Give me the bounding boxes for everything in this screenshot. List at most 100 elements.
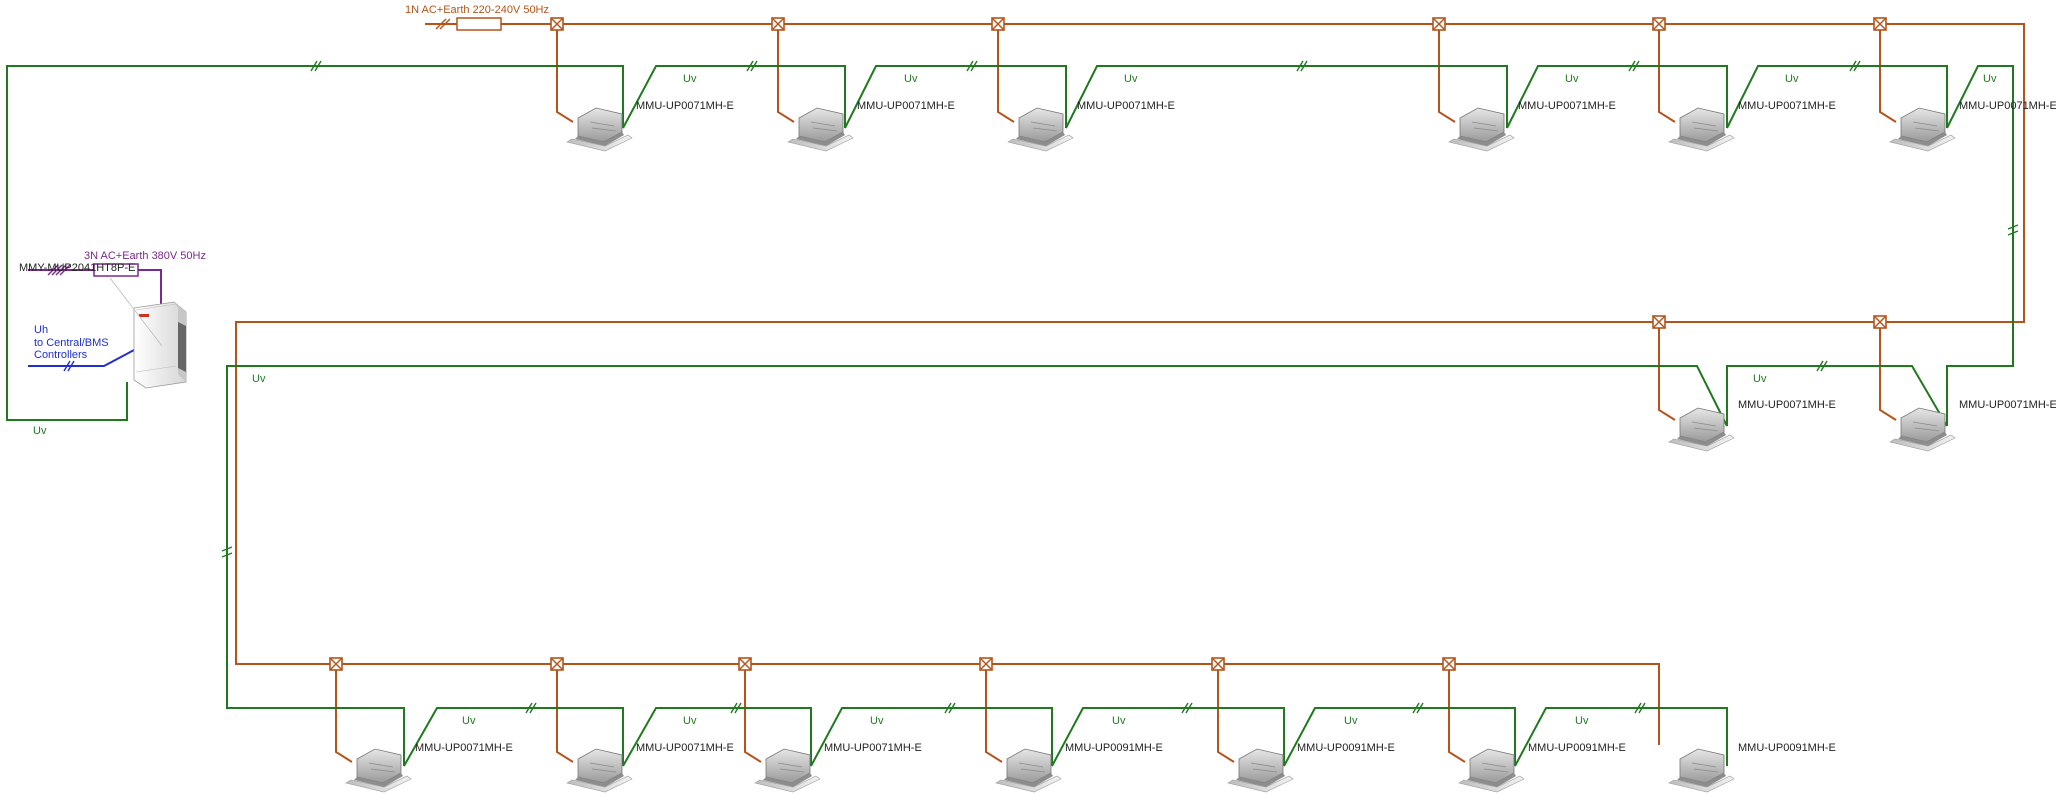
indoor-unit-model: MMU-UP0071MH-E (1959, 399, 2056, 411)
power-wiring (235, 23, 2025, 763)
junction-box-icon (1442, 657, 1456, 671)
indoor-unit-model: MMU-UP0071MH-E (1077, 100, 1175, 112)
indoor-unit: MMU-UP0091MH-E (995, 742, 1163, 793)
wire-break-icon (1634, 702, 1646, 714)
ceiling-cassette-icon (1668, 107, 1735, 152)
control-link (1946, 65, 2014, 426)
wire-break-icon (47, 264, 71, 276)
bus-label-uv: Uv (1785, 73, 1799, 85)
wire-break-icon (1628, 60, 1640, 72)
power-drop (1658, 322, 1676, 421)
indoor-unit-model: MMU-UP0071MH-E (636, 100, 734, 112)
indoor-unit: MMU-UP0071MH-E (345, 742, 513, 793)
indoor-unit: MMU-UP0071MH-E (1448, 100, 1616, 152)
junction-boxes (329, 17, 1887, 671)
indoor-unit: MMU-UP0071MH-E (1889, 399, 2056, 452)
power-drop (335, 664, 353, 763)
wire-break-icon (1412, 702, 1424, 714)
junction-box-icon (1211, 657, 1225, 671)
indoor-unit: MMU-UP0071MH-E (1889, 100, 2056, 152)
bus-label-uv: Uv (904, 73, 918, 85)
power-drop (1658, 24, 1676, 123)
indoor-unit-model: MMU-UP0071MH-E (1738, 100, 1836, 112)
indoor-unit: MMU-UP0071MH-E (754, 742, 922, 793)
ceiling-cassette-icon (566, 748, 633, 793)
ceiling-cassette-icon (1458, 748, 1525, 793)
power-drop (1217, 664, 1235, 763)
junction-box-icon (1432, 17, 1446, 31)
indoor-unit-model: MMU-UP0071MH-E (1738, 399, 1836, 411)
indoor-unit: MMU-UP0071MH-E (787, 100, 955, 152)
bms-label-uh: Uh (34, 324, 48, 336)
junction-box-icon (550, 17, 564, 31)
ceiling-cassette-icon (754, 748, 821, 793)
bus-label-uv: Uv (1565, 73, 1579, 85)
ceiling-cassette-icon (1668, 407, 1735, 452)
power-drop (556, 664, 574, 763)
junction-box-icon (771, 17, 785, 31)
wire-break-icon (1849, 60, 1861, 72)
bus-label-uv: Uv (683, 715, 697, 727)
wire-break-icon (525, 702, 537, 714)
bms-label-to: to Central/BMS (34, 337, 109, 349)
bus-label-uv: Uv (1753, 373, 1767, 385)
indoor-unit-model: MMU-UP0091MH-E (1528, 742, 1626, 754)
indoor-unit: MMU-UP0071MH-E (566, 742, 734, 793)
indoor-unit-model: MMU-UP0091MH-E (1065, 742, 1163, 754)
bus-label-uv: Uv (1112, 715, 1126, 727)
ceiling-cassette-icon (1448, 107, 1515, 152)
junction-box-icon (1873, 315, 1887, 329)
ceiling-cassette-icon (1227, 748, 1294, 793)
power-drop (1879, 322, 1897, 421)
junction-box-icon (329, 657, 343, 671)
wire-break-icon (1816, 360, 1828, 372)
indoor-unit-model: MMU-UP0071MH-E (415, 742, 513, 754)
bus-label-uv: Uv (1983, 73, 1997, 85)
control-link (226, 365, 1728, 766)
indoor-unit-model: MMU-UP0071MH-E (636, 742, 734, 754)
ceiling-cassette-icon (345, 748, 412, 793)
control-link (1051, 707, 1285, 767)
power-drop (1438, 24, 1456, 123)
power-bus-top (235, 23, 2025, 745)
wire-break-icon (944, 702, 956, 714)
control-bus (6, 65, 624, 421)
indoor-unit: MMU-UP0071MH-E (1668, 100, 1836, 152)
indoor-unit-model: MMU-UP0071MH-E (857, 100, 955, 112)
indoor-unit: MMU-UP0071MH-E (1007, 100, 1175, 152)
bms-label-controllers: Controllers (34, 349, 88, 361)
ceiling-cassette-icon (1668, 748, 1735, 793)
power-drop (1448, 664, 1466, 763)
junction-box-icon (1652, 17, 1666, 31)
indoor-unit-model: MMU-UP0071MH-E (1518, 100, 1616, 112)
indoor-unit-model: MMU-UP0071MH-E (1959, 100, 2056, 112)
junction-box-icon (1873, 17, 1887, 31)
control-link (403, 707, 624, 767)
ceiling-cassette-icon (566, 107, 633, 152)
bus-label-uv: Uv (1124, 73, 1138, 85)
leader-line (109, 277, 163, 347)
ceiling-cassette-icon (1007, 107, 1074, 152)
junction-box-icon (991, 17, 1005, 31)
indoor-unit-model: MMU-UP0091MH-E (1738, 742, 1836, 754)
wire-break-icon (221, 546, 233, 558)
indoor-units: MMU-UP0071MH-E MMU-UP0071MH-E MMU-UP0071MH… (345, 100, 2056, 793)
indoor-unit: MMU-UP0071MH-E (1668, 399, 1836, 452)
outdoor-power-label: 3N AC+Earth 380V 50Hz (84, 250, 206, 262)
ceiling-cassette-icon (1889, 107, 1956, 152)
bus-label-uv: Uv (462, 715, 476, 727)
wire-break-icon (1181, 702, 1193, 714)
wire-break-icon (435, 18, 451, 30)
indoor-unit-model: MMU-UP0071MH-E (824, 742, 922, 754)
bms-line (28, 349, 135, 367)
ceiling-cassette-icon (787, 107, 854, 152)
junction-box-icon (550, 657, 564, 671)
outdoor-unit-model: MMY-MUP2041HT8P-E (19, 262, 135, 274)
wire-break-icon (746, 60, 758, 72)
power-drop (556, 24, 574, 123)
junction-box-icon (1652, 315, 1666, 329)
power-drop (997, 24, 1015, 123)
power-drop (777, 24, 795, 123)
